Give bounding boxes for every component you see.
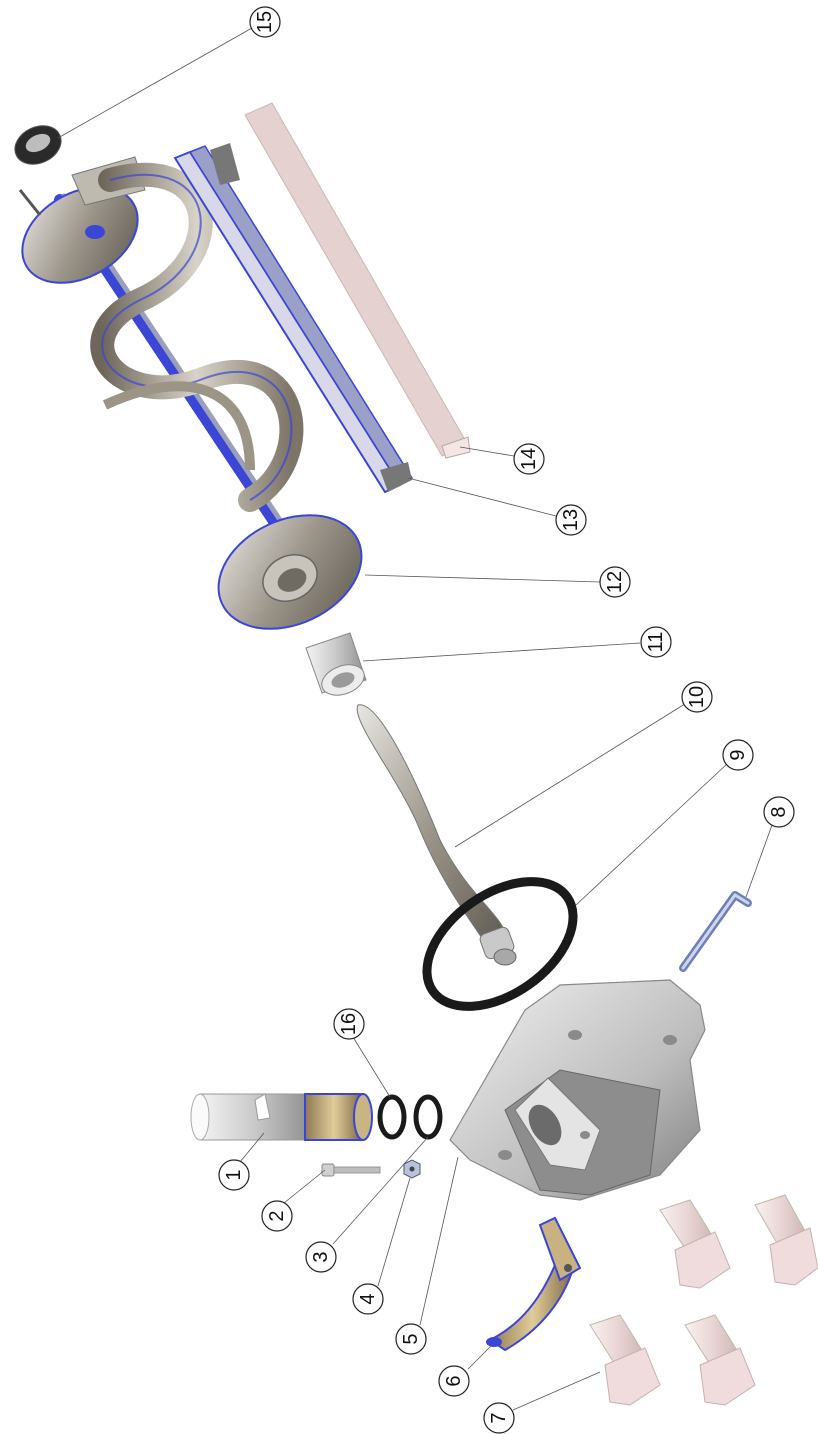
leader-2	[283, 1169, 326, 1204]
part-9-o-ring	[422, 877, 578, 1011]
leader-7	[512, 1371, 601, 1411]
callout-label-5: 5	[400, 1333, 422, 1344]
callout-circle	[513, 443, 545, 475]
part-6-lever	[486, 1216, 582, 1352]
callout-circle	[261, 1200, 293, 1232]
callout-circle	[352, 1283, 384, 1315]
callout-circle	[763, 796, 795, 828]
part-7-bolts	[589, 1194, 818, 1406]
leader-13	[407, 477, 557, 517]
bolt-3	[589, 1314, 661, 1406]
leader-15	[57, 27, 253, 139]
part-13-guide-rail	[173, 143, 414, 494]
bolt-4	[684, 1314, 756, 1406]
callout-label-14: 14	[518, 448, 540, 470]
part-15-seal-ring	[14, 125, 62, 165]
callout-label-12: 12	[604, 571, 626, 593]
callout-12: 12	[599, 566, 631, 598]
leader-14	[459, 446, 515, 457]
leader-4	[377, 1177, 411, 1287]
callout-14: 14	[513, 443, 545, 475]
leader-9	[575, 762, 729, 906]
callout-label-4: 4	[357, 1293, 379, 1304]
callout-circle	[218, 1159, 250, 1191]
callout-label-10: 10	[686, 686, 708, 708]
callout-circle	[305, 1241, 337, 1273]
callout-7: 7	[483, 1402, 515, 1434]
callout-circle	[599, 566, 631, 598]
leader-1	[239, 1132, 265, 1163]
callout-circle	[722, 739, 754, 771]
part-11-bushing	[305, 632, 367, 696]
callout-label-6: 6	[443, 1375, 465, 1386]
part-1-cylinder	[190, 1093, 373, 1141]
callout-8: 8	[763, 796, 795, 828]
part-4-nut	[403, 1159, 421, 1179]
callout-circle	[333, 1008, 365, 1040]
part-5-housing	[449, 979, 706, 1201]
callout-label-13: 13	[560, 509, 582, 531]
callout-1: 1	[218, 1159, 250, 1191]
leader-8	[745, 824, 773, 898]
callout-label-1: 1	[223, 1169, 245, 1180]
callout-label-9: 9	[727, 749, 749, 760]
leader-6	[467, 1344, 493, 1370]
callout-label-3: 3	[310, 1251, 332, 1262]
callout-circle	[555, 504, 587, 536]
callout-6: 6	[438, 1365, 470, 1397]
part-2-screw	[321, 1163, 381, 1177]
callout-3: 3	[305, 1241, 337, 1273]
callout-label-16: 16	[338, 1013, 360, 1035]
part-8-hex-key	[679, 891, 752, 972]
callout-circle	[483, 1402, 515, 1434]
leader-16	[352, 1036, 391, 1098]
callout-label-8: 8	[768, 806, 790, 817]
part-14-strip	[244, 102, 471, 459]
callout-11: 11	[640, 626, 672, 658]
callout-circle	[681, 681, 713, 713]
callout-label-7: 7	[488, 1412, 510, 1423]
callout-15: 15	[249, 6, 281, 38]
callout-circle	[249, 6, 281, 38]
part-12-auger	[18, 156, 363, 630]
leader-lines	[57, 27, 773, 1411]
callout-circle	[640, 626, 672, 658]
callout-label-2: 2	[266, 1210, 288, 1221]
callout-circle	[438, 1365, 470, 1397]
leader-5	[419, 1156, 459, 1326]
callout-4: 4	[352, 1283, 384, 1315]
callout-13: 13	[555, 504, 587, 536]
leader-3	[332, 1136, 429, 1245]
leader-10	[454, 701, 689, 848]
bolt-1	[659, 1199, 731, 1289]
callouts: 15 14 13 12 11 10 9 8	[218, 6, 795, 1434]
part-16-o-rings	[377, 1094, 443, 1140]
bolt-2	[754, 1194, 818, 1286]
callout-2: 2	[261, 1200, 293, 1232]
callout-10: 10	[681, 681, 713, 713]
callout-16: 16	[333, 1008, 365, 1040]
callout-label-15: 15	[254, 11, 276, 33]
callout-circle	[395, 1323, 427, 1355]
leader-12	[364, 574, 601, 583]
part-10-twisted-shaft	[356, 704, 517, 966]
callout-label-11: 11	[645, 632, 667, 653]
callout-5: 5	[395, 1323, 427, 1355]
leader-11	[362, 642, 641, 662]
callout-9: 9	[722, 739, 754, 771]
